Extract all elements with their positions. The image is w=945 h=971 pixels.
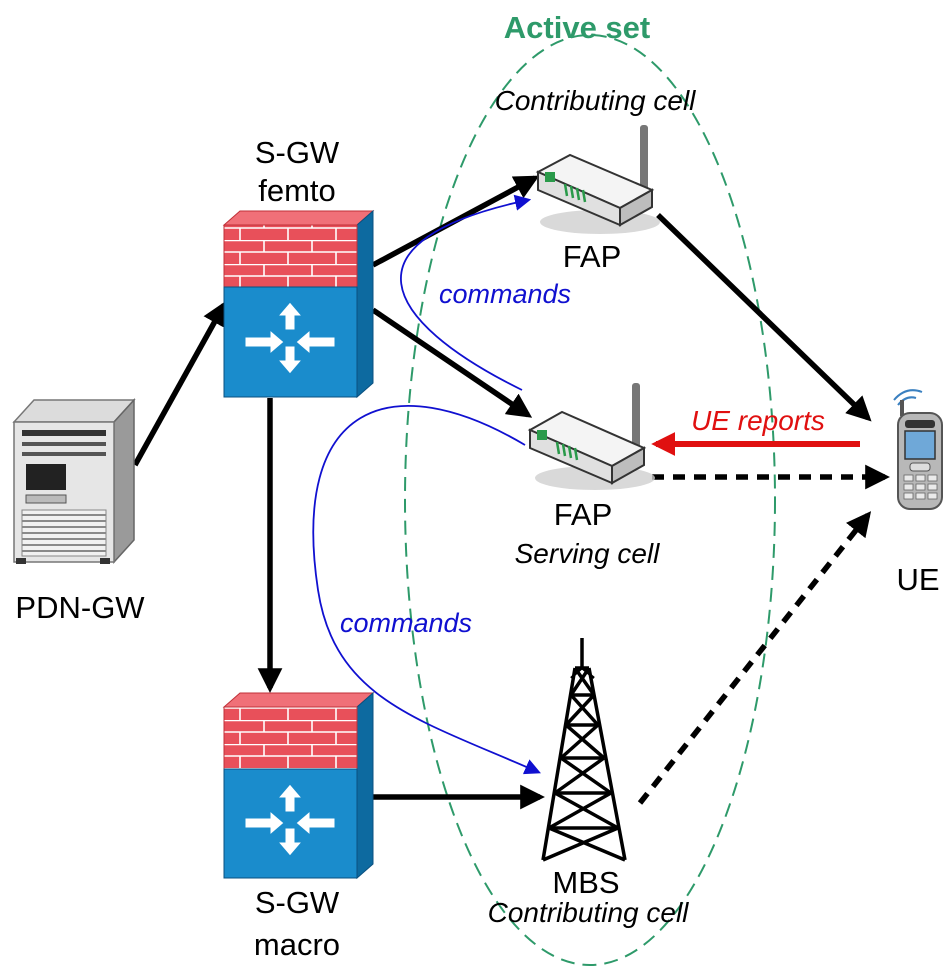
commands-curve-bottom (312, 404, 541, 775)
ue-reports-label: UE reports (691, 405, 825, 436)
mbs-role-label: Contributing cell (488, 897, 690, 928)
sgw-femto-label-line2: femto (258, 173, 336, 208)
link-mbs-ue-dashed (637, 511, 872, 805)
fap-serving-label: FAP (554, 497, 613, 532)
server-icon (12, 398, 136, 564)
commands-label-top: commands (439, 279, 571, 309)
pdn-gw-label: PDN-GW (15, 590, 145, 625)
mbs-label: MBS (552, 865, 619, 900)
fap-serving-access-point-icon (527, 383, 655, 490)
radio-links (637, 464, 890, 805)
backbone-links (132, 175, 872, 810)
sgw-femto-label-line1: S-GW (255, 135, 340, 170)
active-set-title: Active set (504, 10, 650, 45)
ue-phone-icon (893, 389, 943, 510)
mbs-tower-icon (541, 638, 627, 862)
link-sgwfemto-fap-serving (371, 307, 533, 418)
fap-top-label: FAP (563, 239, 622, 274)
ue-label: UE (896, 562, 939, 597)
active-set-boundary (404, 34, 776, 966)
fap-serving-role-label: Serving cell (515, 538, 661, 569)
sgw-macro-label-line1: S-GW (255, 885, 340, 920)
commands-label-bottom: commands (340, 608, 472, 638)
fap-top-access-point-icon (535, 125, 660, 234)
link-pdngw-sgwfemto (132, 300, 227, 467)
link-fap-top-ue (656, 213, 872, 422)
sgw-femto-firewall-icon (222, 209, 375, 399)
sgw-macro-firewall-icon (222, 691, 375, 880)
fap-top-role-label: Contributing cell (495, 85, 697, 116)
sgw-macro-label-line2: macro (254, 927, 340, 962)
commands-curve-top (400, 194, 532, 391)
